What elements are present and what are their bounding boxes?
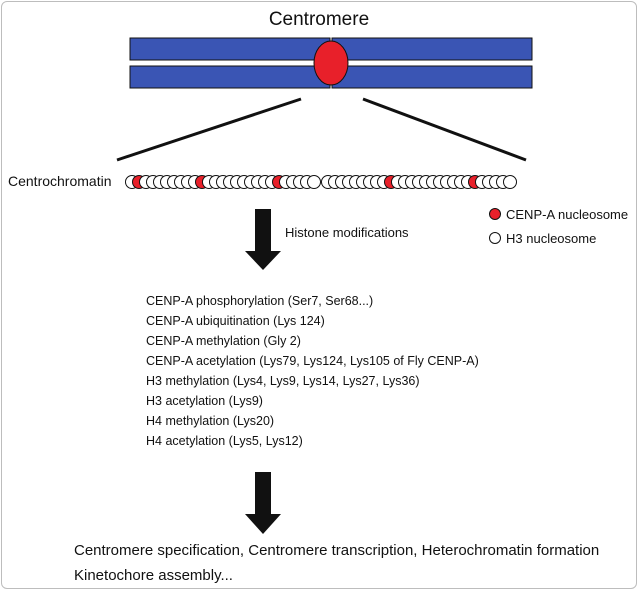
centromere (313, 40, 349, 86)
legend-label: CENP-A nucleosome (506, 207, 629, 222)
nucleosome-fiber-left (125, 175, 321, 189)
zoom-line-left (116, 97, 302, 162)
modification-list: CENP-A phosphorylation (Ser7, Ser68...) … (146, 291, 479, 451)
outcome-line: Centromere specification, Centromere tra… (74, 542, 600, 559)
zoom-line-right (362, 97, 527, 162)
outcome-line: Kinetochore assembly... (74, 567, 233, 584)
modification-item: CENP-A ubiquitination (Lys 124) (146, 314, 325, 328)
centrochromatin-label: Centrochromatin (8, 173, 112, 189)
chromosome-arm-top-left (129, 37, 331, 61)
h3-nucleosome-swatch (489, 232, 501, 244)
down-arrow-2 (245, 472, 281, 534)
h3-nucleosome (307, 175, 321, 189)
diagram-title: Centromere (268, 9, 370, 30)
chromosome (129, 37, 533, 89)
modification-item: H4 acetylation (Lys5, Lys12) (146, 434, 303, 448)
modification-item: H3 methylation (Lys4, Lys9, Lys14, Lys27… (146, 374, 420, 388)
chromosome-arm-bottom-right (331, 65, 533, 89)
nucleosome-fiber-right (321, 175, 517, 189)
chromosome-arm-top-right (331, 37, 533, 61)
histone-modifications-label: Histone modifications (285, 225, 409, 240)
modification-item: H3 acetylation (Lys9) (146, 394, 263, 408)
modification-item: H4 methylation (Lys20) (146, 414, 275, 428)
down-arrow-1 (245, 209, 281, 270)
modification-item: CENP-A phosphorylation (Ser7, Ser68...) (146, 294, 374, 308)
cenpa-nucleosome-swatch (489, 208, 501, 220)
chromosome-arm-bottom-left (129, 65, 331, 89)
modification-item: CENP-A methylation (Gly 2) (146, 334, 301, 348)
modification-item: CENP-A acetylation (Lys79, Lys124, Lys10… (146, 354, 479, 368)
h3-nucleosome (503, 175, 517, 189)
outcome-list: Centromere specification, Centromere tra… (74, 538, 599, 588)
legend-label: H3 nucleosome (506, 231, 597, 246)
